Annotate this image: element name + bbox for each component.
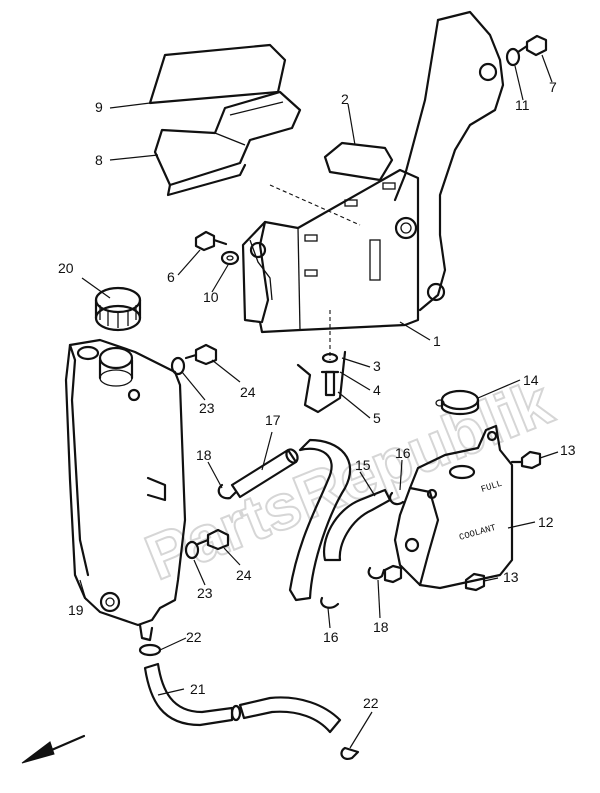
part-11-washer <box>505 47 521 67</box>
part-18-clamp-right <box>367 566 386 580</box>
part-23-washer-lower <box>184 540 200 560</box>
callout-16-lower: 16 <box>323 629 339 645</box>
callout-18-left: 18 <box>196 447 212 463</box>
callout-17: 17 <box>265 412 281 428</box>
part-22-clamp-lower <box>340 746 360 760</box>
callout-11: 11 <box>515 97 530 113</box>
part-23-washer-upper <box>170 356 186 376</box>
callout-6: 6 <box>167 269 175 285</box>
callout-13-upper: 13 <box>560 442 576 458</box>
callout-23-lower: 23 <box>197 585 213 601</box>
callout-24-upper: 24 <box>240 384 256 400</box>
part-9-cover-plate <box>148 43 287 105</box>
part-18-clamp-left <box>217 483 238 500</box>
callout-10: 10 <box>203 289 219 305</box>
part-17-hose <box>230 438 352 602</box>
callout-7: 7 <box>549 79 557 95</box>
callout-20: 20 <box>58 260 74 276</box>
part-10-washer <box>220 250 240 266</box>
part-7-bolt <box>516 34 548 57</box>
leader-lines <box>79 54 559 749</box>
callout-1: 1 <box>433 333 441 349</box>
callout-19: 19 <box>68 602 84 618</box>
callout-9: 9 <box>95 99 103 115</box>
callout-18-right: 18 <box>373 619 389 635</box>
callout-22-lower: 22 <box>363 695 379 711</box>
callout-23-upper: 23 <box>199 400 215 416</box>
part-16-clamp-lower <box>320 596 340 609</box>
callout-21: 21 <box>190 681 206 697</box>
part-20-radiator-cap <box>94 286 142 332</box>
callout-4: 4 <box>373 382 381 398</box>
callout-8: 8 <box>95 152 103 168</box>
callout-3: 3 <box>373 358 381 374</box>
part-21-drain-hose <box>143 662 342 734</box>
part-24-bolt-lower <box>196 528 230 551</box>
tank-marking-coolant: COOLANT <box>458 523 498 543</box>
part-14-tank-cap <box>435 389 480 416</box>
callout-13-lower: 13 <box>503 569 519 585</box>
part-13-bolt-upper <box>510 450 542 470</box>
callout-5: 5 <box>373 410 381 426</box>
part-3-4-5-fasteners <box>296 310 347 414</box>
callout-16-upper: 16 <box>395 445 411 461</box>
tank-bolt-left <box>383 564 403 584</box>
callout-12: 12 <box>538 514 554 530</box>
part-6-bolt <box>194 230 228 252</box>
callout-24-lower: 24 <box>236 567 252 583</box>
part-22-clamp-upper <box>138 643 162 657</box>
front-direction-arrow <box>21 734 86 764</box>
callout-15: 15 <box>355 457 371 473</box>
part-2-pad <box>323 141 394 182</box>
callout-22-upper: 22 <box>186 629 202 645</box>
part-15-overflow-hose <box>322 488 392 562</box>
callout-14: 14 <box>523 372 539 388</box>
part-13-bolt-lower <box>464 572 486 592</box>
part-19-radiator <box>64 338 187 642</box>
part-1-main-plate <box>241 168 420 334</box>
tank-marking-full: FULL <box>480 479 504 495</box>
part-16-clamp-upper <box>388 491 405 506</box>
part-24-bolt-upper <box>184 343 218 366</box>
part-8-bracket <box>153 90 302 197</box>
frame-bracket <box>393 10 505 312</box>
callout-2: 2 <box>341 91 349 107</box>
callout-labels: 1 2 3 4 5 6 7 8 9 10 11 12 13 13 14 15 1… <box>58 79 576 711</box>
